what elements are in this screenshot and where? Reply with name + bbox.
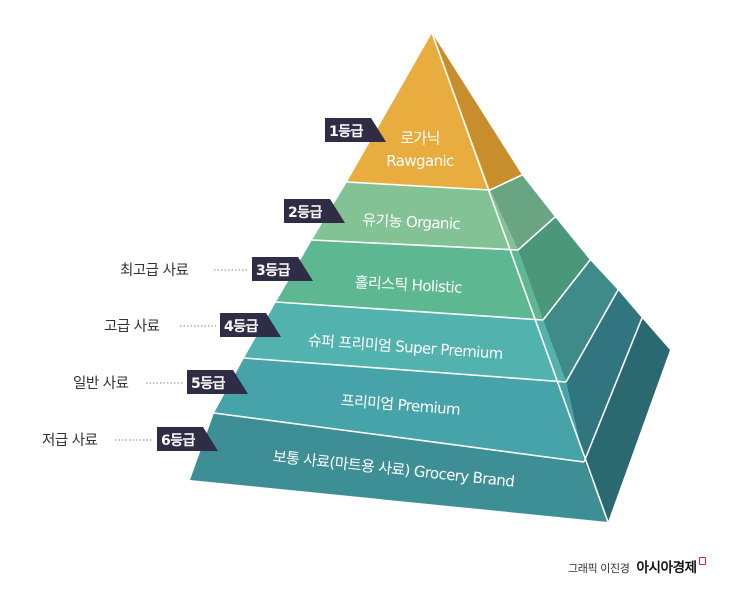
credit-brand: 아시아경제 (636, 560, 698, 576)
pyramid-side-faces (432, 33, 670, 522)
grade-badge-5: 5등급 (187, 370, 248, 394)
grade-badge-6: 6등급 (157, 427, 218, 451)
svg-text:1등급: 1등급 (329, 124, 364, 140)
tier-4-side-face (543, 260, 618, 382)
svg-text:2등급: 2등급 (288, 205, 323, 221)
category-label-5: 일반 사료 (73, 375, 129, 392)
svg-text:5등급: 5등급 (191, 376, 226, 392)
tier-1-side-face (432, 33, 522, 190)
tier-2-label: 유기농 Organic (362, 211, 461, 233)
category-label-6: 저급 사료 (42, 432, 98, 449)
svg-text:4등급: 4등급 (224, 319, 259, 335)
tier-2-front-face (312, 182, 518, 250)
tier-6-front-face (190, 413, 608, 522)
grade-badges: 1등급 2등급 3등급 4등급 5등급 6등급 (157, 118, 386, 451)
brand-logo-icon (698, 557, 706, 565)
credit-author: 그래픽 이진경 (568, 562, 630, 575)
tier-4-front-face (244, 302, 566, 382)
grade-badge-2: 2등급 (284, 199, 345, 223)
credit-line: 그래픽 이진경 아시아경제 (568, 556, 706, 576)
grade-badge-1: 1등급 (325, 118, 386, 142)
grade-badge-4: 4등급 (220, 313, 281, 337)
category-label-3: 최고급 사료 (120, 262, 188, 279)
tier-5-front-face (214, 358, 584, 462)
pyramid-front-faces (190, 32, 609, 523)
tier-3-front-face (276, 240, 543, 320)
tier-3-side-face (518, 217, 590, 320)
category-labels: 최고급 사료 고급 사료 일반 사료 저급 사료 (42, 262, 248, 449)
tier-5-side-face (566, 290, 642, 462)
tier-6-side-face (584, 318, 670, 522)
tier-1-label-en: Rawganic (386, 152, 454, 170)
grade-badge-3: 3등급 (252, 257, 313, 281)
svg-text:6등급: 6등급 (161, 433, 196, 449)
tier-3-label: 홀리스틱 Holistic (354, 273, 462, 297)
category-label-4: 고급 사료 (104, 318, 160, 335)
tier-1-front-face (347, 33, 490, 190)
tier-1-label-ko: 로가닉 (400, 129, 440, 147)
svg-text:3등급: 3등급 (256, 263, 291, 279)
